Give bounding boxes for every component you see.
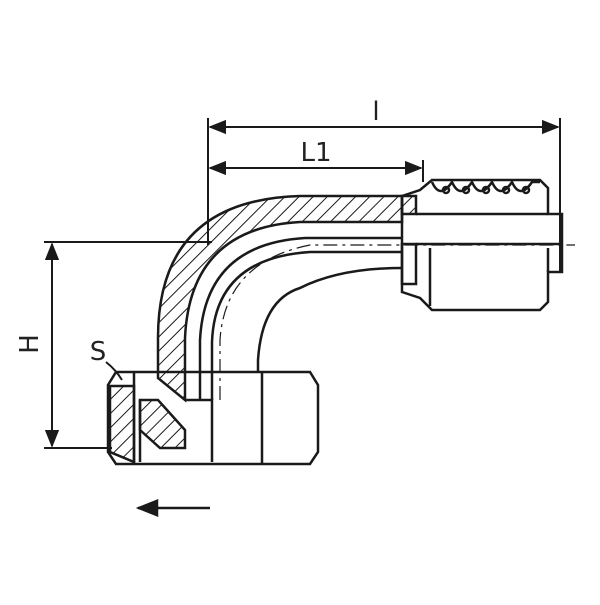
dimension-label-h: H (15, 334, 45, 354)
ferrule (400, 178, 564, 312)
nut-seat-section (138, 398, 187, 450)
centre-line (219, 244, 575, 400)
outer-lower-bend (256, 266, 403, 372)
bore-lower-line (210, 250, 402, 400)
nut-outline (106, 370, 320, 466)
elbow-tube (156, 194, 575, 403)
ferrule-collar (400, 242, 418, 286)
crimp-dot-3 (481, 185, 491, 195)
crimp-dot-4 (501, 185, 511, 195)
dimension-hose-length (208, 160, 424, 182)
outer-wall-section (156, 194, 404, 403)
crimp-dot-1 (441, 185, 451, 195)
crimp-dot-2 (461, 185, 471, 195)
ferrule-hatch-top (400, 194, 418, 216)
leader-line-s (105, 361, 123, 381)
dimension-label-l1: L1 (300, 138, 331, 168)
nut-inner-right (185, 398, 214, 462)
dimension-label-s: S (90, 337, 107, 367)
crimp-dot-5 (521, 185, 531, 195)
ferrule-outline (400, 178, 564, 312)
nut-section-left (108, 384, 136, 464)
bore-upper-line (198, 236, 402, 400)
dimension-label-l: l (372, 97, 379, 127)
hex-nut (106, 370, 320, 466)
dimension-height (44, 241, 212, 449)
